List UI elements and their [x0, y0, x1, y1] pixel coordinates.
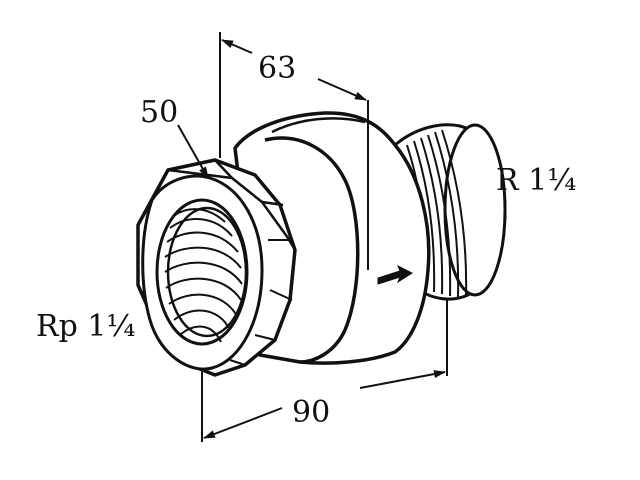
dimension-lines: [177, 32, 448, 442]
female-thread-bore: [155, 198, 249, 346]
length-dimension-63: 63: [258, 51, 296, 86]
length-dimension-90: 90: [292, 395, 330, 430]
hex-size-dimension-50: 50: [140, 95, 178, 130]
female-thread-label: Rp 1¼: [36, 309, 136, 344]
male-thread-label: R 1¼: [496, 163, 576, 198]
arrow-right-icon: [377, 264, 414, 285]
